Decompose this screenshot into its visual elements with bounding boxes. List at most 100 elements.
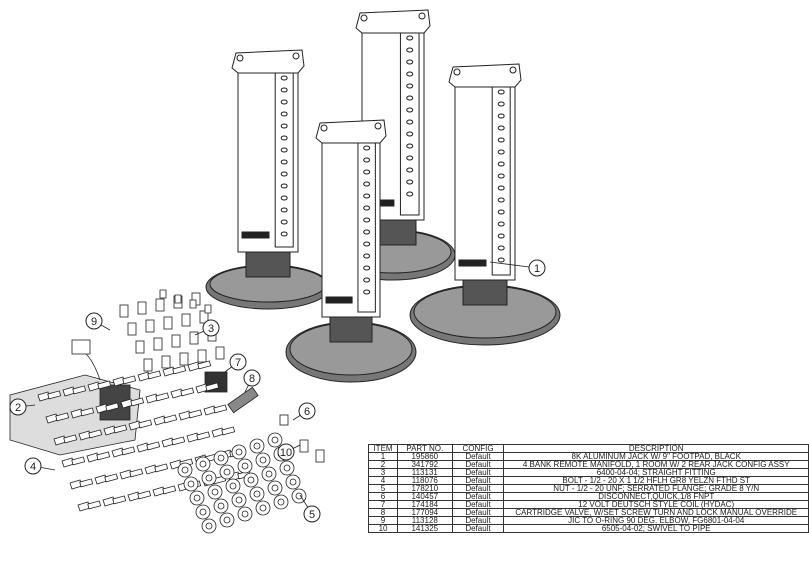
hole	[363, 193, 371, 199]
callout-balloon: 10	[277, 443, 301, 461]
hole	[406, 83, 414, 89]
hole	[280, 87, 288, 93]
bolt	[162, 365, 187, 377]
fitting	[143, 358, 153, 372]
hole	[363, 145, 371, 151]
hole	[280, 207, 288, 213]
fitting	[161, 355, 171, 369]
jack-cap	[315, 119, 387, 144]
hole	[497, 89, 505, 95]
hole	[280, 195, 288, 201]
fitting	[137, 301, 147, 315]
hole	[363, 265, 371, 271]
bolt	[62, 385, 87, 397]
bolt	[119, 468, 144, 480]
hole	[497, 257, 505, 263]
hole	[497, 209, 505, 215]
hole	[406, 59, 414, 65]
bolt	[152, 485, 177, 497]
fitting	[171, 334, 181, 348]
callout-balloon: 7	[224, 353, 247, 373]
balloon-number: 6	[304, 406, 310, 418]
hole	[363, 229, 371, 235]
swivel	[299, 439, 309, 453]
balloon-number: 1	[534, 263, 540, 275]
hole	[280, 147, 288, 153]
bolt	[86, 451, 111, 463]
label-band	[458, 259, 487, 267]
hole	[280, 75, 288, 81]
callout-balloon: 2	[9, 398, 36, 416]
fitting	[145, 319, 155, 333]
callout-balloon: 4	[24, 457, 56, 475]
fitting	[155, 298, 165, 312]
fitting	[135, 340, 145, 354]
bolt	[137, 370, 162, 382]
bolt	[187, 360, 212, 372]
hole	[280, 171, 288, 177]
hole	[497, 245, 505, 251]
fitting	[179, 352, 189, 366]
fitting	[153, 337, 163, 351]
quick-disconnect	[279, 414, 289, 426]
bolt	[78, 429, 103, 441]
jack-cap	[355, 9, 431, 34]
hole	[497, 185, 505, 191]
hole	[280, 111, 288, 117]
callout-balloon: 3	[194, 319, 220, 337]
hole	[497, 197, 505, 203]
hole	[406, 95, 414, 101]
hole	[280, 183, 288, 189]
hole	[497, 233, 505, 239]
hole	[406, 155, 414, 161]
bolt	[111, 446, 136, 458]
bolt	[69, 478, 94, 490]
swivel	[315, 449, 325, 463]
fitting	[199, 310, 209, 324]
jack-cap	[231, 49, 305, 74]
balloon-number: 8	[249, 373, 255, 385]
hole	[280, 159, 288, 165]
hole	[363, 241, 371, 247]
balloon-number: 9	[91, 316, 97, 328]
connector	[71, 339, 91, 355]
bom-description: 6505-04-02; SWIVEL TO PIPE	[503, 524, 809, 533]
jack	[285, 119, 417, 383]
bolt	[170, 387, 195, 399]
bolt	[103, 424, 128, 436]
hole	[406, 35, 414, 41]
fitting	[163, 316, 173, 330]
bolt	[112, 375, 137, 387]
jack	[205, 49, 331, 310]
hole	[363, 277, 371, 283]
bolt	[94, 473, 119, 485]
hole	[363, 289, 371, 295]
balloon-number: 5	[309, 509, 315, 521]
hole	[497, 101, 505, 107]
callout-balloon: 9	[85, 312, 111, 331]
hole	[280, 135, 288, 141]
bolt	[153, 414, 178, 426]
bolt	[161, 436, 186, 448]
hole	[363, 205, 371, 211]
cartridge-valve	[227, 386, 259, 414]
hole	[363, 169, 371, 175]
hole	[280, 99, 288, 105]
hole	[497, 125, 505, 131]
hole	[497, 137, 505, 143]
elbow	[174, 294, 182, 304]
bolt	[203, 404, 228, 416]
balloon-number: 4	[30, 461, 36, 473]
bolt	[127, 490, 152, 502]
hole	[406, 191, 414, 197]
callout-balloon: 1	[489, 259, 546, 277]
fitting	[189, 331, 199, 345]
hole	[406, 167, 414, 173]
bolt	[128, 419, 153, 431]
bolt	[70, 407, 95, 419]
balloon-number: 10	[280, 447, 292, 459]
hole	[363, 157, 371, 163]
hole	[280, 123, 288, 129]
